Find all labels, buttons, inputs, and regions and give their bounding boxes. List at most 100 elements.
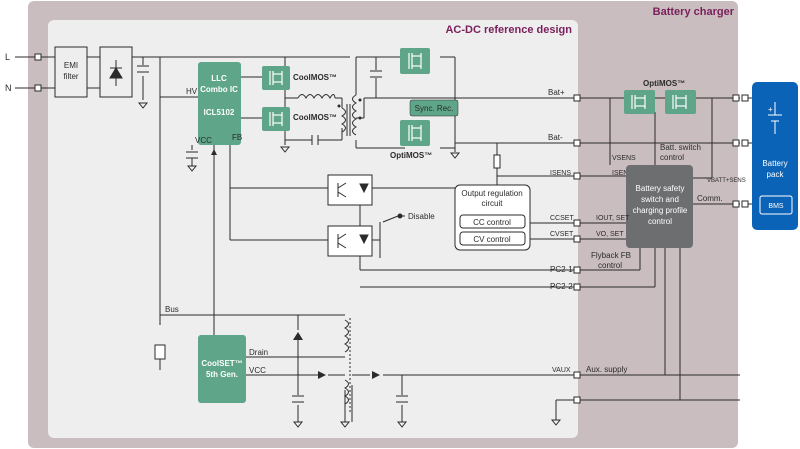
- battery-safety-label-2: switch and: [641, 195, 679, 204]
- wires: [15, 56, 760, 422]
- battery-pack-label-1: Battery: [762, 159, 787, 168]
- coolset-vcc-label: VCC: [249, 366, 266, 375]
- line-input-label: L: [5, 52, 10, 62]
- ground-icon: [449, 152, 461, 159]
- vbatt-sens-label: VBATT+SENS: [707, 178, 746, 184]
- coolmos-top-mosfet-icon: [269, 71, 283, 85]
- optimos-sr-top-mosfet-icon: [408, 53, 422, 69]
- sense-resistor-icon: [493, 154, 501, 169]
- llc-transformer-icon: [340, 94, 358, 136]
- pc2-2-label: PC2-2: [550, 282, 573, 291]
- vcc-label: VCC: [195, 136, 212, 145]
- ground-icon: [279, 146, 291, 153]
- bottom-capacitors-icon: [186, 151, 408, 403]
- ground-icon: [137, 102, 149, 109]
- output-regulation-label-1: Output regulation: [461, 189, 522, 198]
- output-diode-icon: [372, 371, 380, 379]
- vsens-label-1: VSENS: [612, 155, 636, 162]
- fb-label: FB: [232, 133, 242, 142]
- terminals: [34, 53, 749, 404]
- sync-rec-label: Sync. Rec.: [415, 104, 454, 113]
- hv-label: HV: [186, 87, 198, 96]
- resonant-inductor-icon: [297, 94, 336, 100]
- optimos-switch-right-icon: [672, 95, 687, 109]
- ac-dc-reference-panel: [48, 20, 578, 438]
- emi-filter-label-2: filter: [63, 72, 78, 81]
- battery-safety-control-block: [626, 165, 693, 248]
- battery-safety-label-1: Battery safety: [636, 184, 685, 193]
- flyback-transformer-icon: [343, 318, 351, 412]
- isens-label: ISENS: [550, 170, 571, 177]
- startup-resistor-icon: [154, 344, 166, 360]
- cv-set-label: CVSET: [550, 231, 574, 238]
- coolmos-top-label: CoolMOS™: [293, 73, 337, 82]
- emi-filter-label-1: EMI: [64, 61, 78, 70]
- battery-pack-label-2: pack: [767, 170, 785, 179]
- neutral-input-label: N: [5, 83, 12, 93]
- transformer-dots: [337, 98, 362, 120]
- combo-ic-label: Combo IC: [200, 85, 238, 94]
- coolset-block: [198, 335, 246, 403]
- ac-dc-reference-title: AC-DC reference design: [445, 24, 572, 36]
- battery-cell-icon: [768, 102, 782, 134]
- coolmos-bottom-switch: [262, 107, 290, 131]
- snubber-diode-icon: [293, 332, 303, 340]
- output-capacitor-icon: [370, 70, 382, 78]
- batt-switch-control-label-1: Batt. switch: [660, 143, 701, 152]
- sync-rec-block: [409, 99, 459, 117]
- bms-label: BMS: [768, 203, 784, 210]
- resonant-capacitor-icon: [311, 135, 319, 145]
- ground-symbols-bottom: [186, 165, 562, 428]
- optimos-sr-bottom-switch: [400, 120, 430, 146]
- comm-label: Comm.: [697, 194, 723, 203]
- coolmos-bottom-label: CoolMOS™: [293, 113, 337, 122]
- flyback-fb-control-label-1: Flyback FB: [591, 251, 631, 260]
- bat-minus-label: Bat-: [548, 133, 563, 142]
- optimos-sr-label: OptiMOS™: [390, 151, 432, 160]
- battery-charger-title: Battery charger: [653, 6, 735, 18]
- flyback-fb-control-label-2: control: [598, 261, 622, 270]
- llc-combo-ic-block: [198, 62, 241, 145]
- bus-label: Bus: [165, 305, 179, 314]
- aux-diode-icon: [318, 371, 326, 379]
- vaux-label: VAUX: [552, 367, 571, 374]
- optimos-switch-left-icon: [631, 95, 646, 109]
- cv-control-block: [459, 231, 526, 246]
- drain-label: Drain: [249, 348, 268, 357]
- llc-label: LLC: [211, 74, 227, 83]
- optimos-sr-top-switch: [400, 48, 430, 74]
- optocoupler-bottom-icon: [337, 233, 369, 249]
- vsens-label-2: ISENS: [612, 170, 633, 177]
- battery-pack-block: [752, 82, 798, 230]
- disable-label: Disable: [408, 212, 435, 221]
- aux-supply-label: Aux. supply: [586, 365, 627, 374]
- cc-set-label: CCSET: [550, 215, 574, 222]
- bms-block: [759, 195, 793, 215]
- cv-control-label: CV control: [473, 235, 511, 244]
- output-regulation-label-2: circuit: [482, 199, 504, 208]
- coolset-gen-label: 5th Gen.: [206, 370, 238, 379]
- coolmos-bottom-mosfet-icon: [269, 112, 283, 126]
- batt-switch-control-label-2: control: [660, 153, 684, 162]
- emi-filter-block: [54, 46, 88, 98]
- bulk-capacitor-icon: [137, 65, 149, 73]
- battery-plus-icon: +: [768, 105, 773, 114]
- optimos-battery-switch-left: [624, 90, 655, 114]
- optimos-battery-switch-right: [665, 90, 696, 114]
- pc2-1-label: PC2-1: [550, 265, 573, 274]
- optimos-switch-label: OptiMOS™: [643, 79, 685, 88]
- cc-control-label: CC control: [473, 218, 511, 227]
- icl5102-label: ICL5102: [204, 108, 235, 117]
- battery-safety-label-4: control: [648, 217, 672, 226]
- optocoupler-top-icon: [337, 182, 369, 198]
- coolset-label: CoolSET™: [201, 359, 242, 368]
- bat-plus-label: Bat+: [548, 88, 565, 97]
- coolmos-top-switch: [262, 66, 290, 90]
- rectifier-diode-icon: [109, 60, 123, 86]
- iout-set-label: IOUT, SET: [596, 215, 630, 222]
- cc-control-block: [459, 214, 526, 229]
- battery-safety-label-3: charging profile: [633, 206, 688, 215]
- optimos-sr-bottom-mosfet-icon: [408, 125, 422, 141]
